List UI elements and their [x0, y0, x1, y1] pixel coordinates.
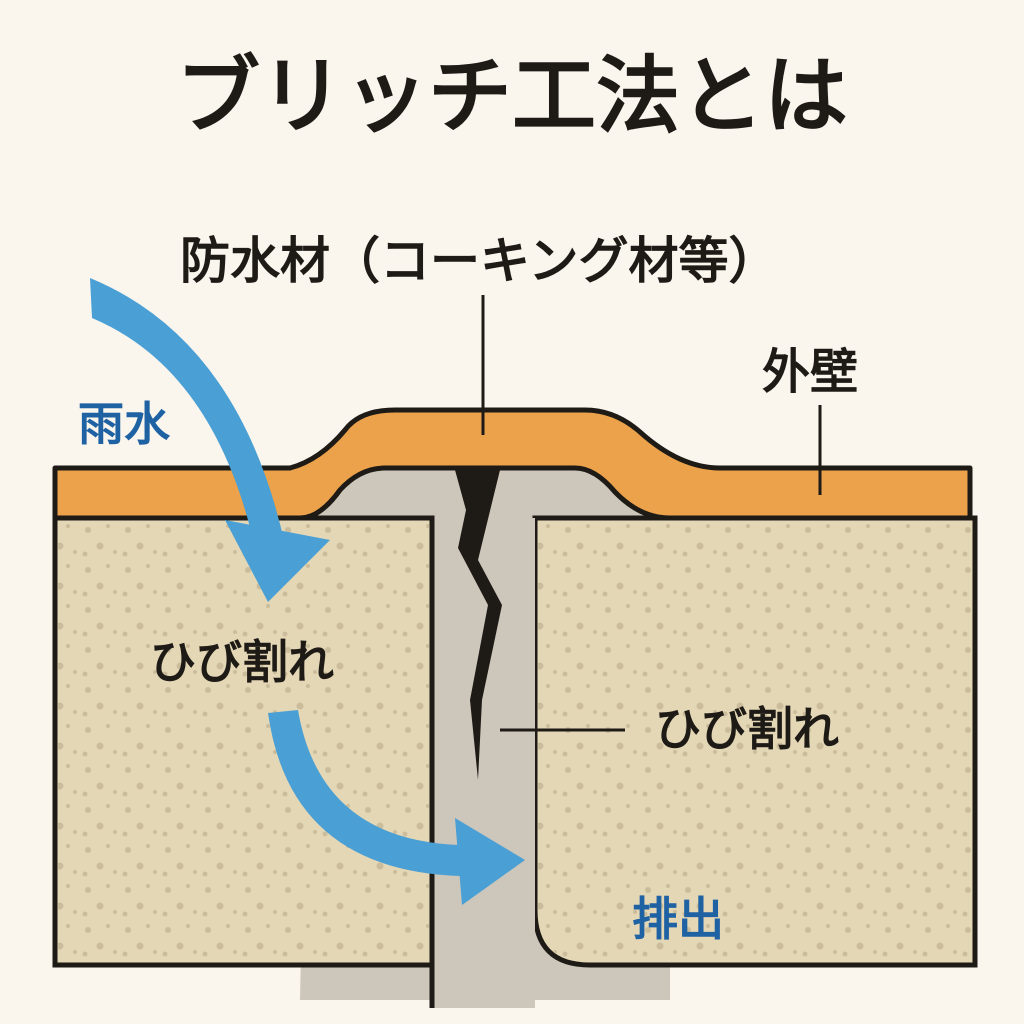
- right-wall-block: [532, 515, 978, 968]
- rain-label: 雨水: [78, 397, 171, 451]
- left-wall-block: [52, 515, 435, 968]
- crack-label-right: ひび割れ: [655, 702, 839, 756]
- sealant-label: 防水材（コーキング材等）: [180, 232, 779, 290]
- outer-wall-label: 外壁: [762, 344, 858, 400]
- crack: [455, 470, 502, 780]
- sealant-layer: [52, 407, 973, 521]
- drain-label: 排出: [632, 892, 724, 946]
- crack-label-left: ひび割れ: [150, 635, 334, 689]
- rain-arrow: [90, 278, 330, 602]
- page-title: ブリッチ工法とは: [176, 47, 848, 145]
- gap: [432, 518, 535, 1008]
- drain-arrow: [268, 710, 525, 905]
